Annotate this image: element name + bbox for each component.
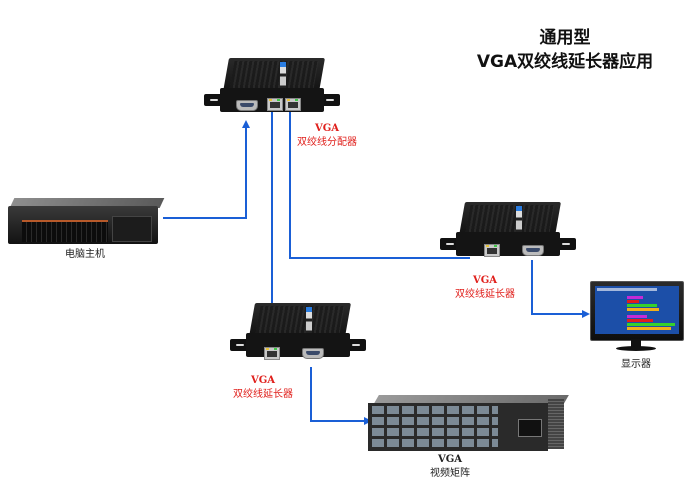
- diagram-title: 通用型 VGA双绞线延长器应用: [440, 26, 690, 74]
- rj45-port-icon: [484, 244, 500, 257]
- title-line-2: VGA双绞线延长器应用: [476, 52, 654, 72]
- matrix-label: VGA 视频矩阵: [430, 454, 470, 479]
- computer-label: 电脑主机: [65, 249, 105, 260]
- title-line-1: 通用型: [539, 28, 591, 48]
- vga-matrix-image: [368, 395, 569, 455]
- wire-extender-to-matrix: [310, 367, 372, 425]
- vga-port-icon: [522, 245, 544, 256]
- rj45-port-icon: [285, 98, 301, 111]
- splitter-label: VGA 双绞线分配器: [297, 123, 357, 148]
- vga-splitter-device: [204, 58, 344, 118]
- vga-extender-right-device: [440, 202, 580, 262]
- vga-port-icon: [302, 348, 324, 359]
- wire-splitter-to-right-extender: [289, 112, 470, 259]
- vga-extender-bottom-device: [230, 303, 370, 363]
- rj45-port-icon: [264, 347, 280, 360]
- wire-computer-to-splitter: [163, 120, 250, 219]
- monitor-label: 显示器: [621, 359, 651, 370]
- extender-right-label: VGA 双绞线延长器: [455, 275, 515, 300]
- computer-server-image: [8, 198, 165, 246]
- power-socket-icon: [518, 419, 542, 437]
- rj45-port-icon: [267, 98, 283, 111]
- wire-extender-to-monitor: [531, 260, 590, 318]
- extender-bottom-label: VGA 双绞线延长器: [233, 375, 293, 400]
- vga-port-icon: [236, 100, 258, 111]
- monitor-image: [590, 281, 684, 359]
